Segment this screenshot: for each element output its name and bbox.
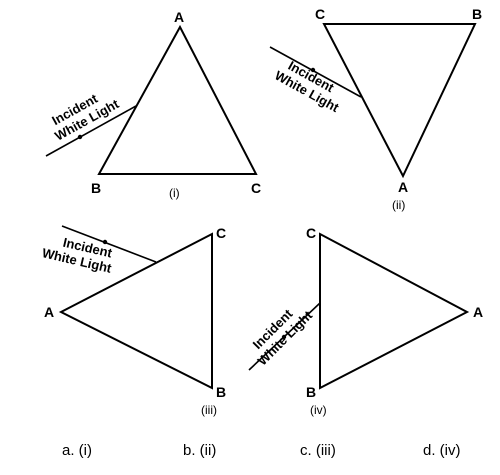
vertex-c-i: C [251,180,261,196]
option-c[interactable]: c. (iii) [300,442,336,459]
ray-arrow-i [77,134,83,140]
ray-arrow-iv [281,334,287,340]
vertex-b-i: B [91,180,101,196]
vertex-b-iv: B [306,384,316,400]
vertex-b-iii: B [216,384,226,400]
vertex-a-i: A [174,9,184,25]
diagram-label-i: (i) [169,186,180,200]
vertex-a-ii: A [398,179,408,195]
vertex-c-iii: C [216,225,226,241]
diagram-ii: C B A (ii) Incident White Light [269,6,482,212]
prism-ii [322,23,477,179]
diagram-label-iii: (iii) [201,403,217,417]
incident-ray-iii [61,225,157,263]
vertex-c-iv: C [306,225,316,241]
diagram-label-ii: (ii) [392,198,405,212]
prism-iv [319,232,470,390]
vertex-a-iii: A [44,304,54,320]
prism-iii [58,232,213,390]
answer-options: a. (i) b. (ii) c. (iii) d. (iv) [62,442,461,459]
vertex-c-ii: C [315,6,325,22]
prism-i [97,24,258,175]
diagram-label-iv: (iv) [310,403,327,417]
diagram-iii: A C B (iii) Incident White Light [41,225,226,417]
diagram-iv: C B A (iv) Incident White Light [248,225,483,417]
option-b[interactable]: b. (ii) [183,442,216,459]
vertex-b-ii: B [472,6,482,22]
ray-arrow-iii [102,239,108,245]
incident-ray-i [45,105,137,157]
option-d[interactable]: d. (iv) [423,442,461,459]
incident-ray-ii [269,46,362,98]
ray-arrow-ii [310,67,316,73]
option-a[interactable]: a. (i) [62,442,92,459]
vertex-a-iv: A [473,304,483,320]
diagram-i: A B C (i) Incident White Light [45,9,261,200]
